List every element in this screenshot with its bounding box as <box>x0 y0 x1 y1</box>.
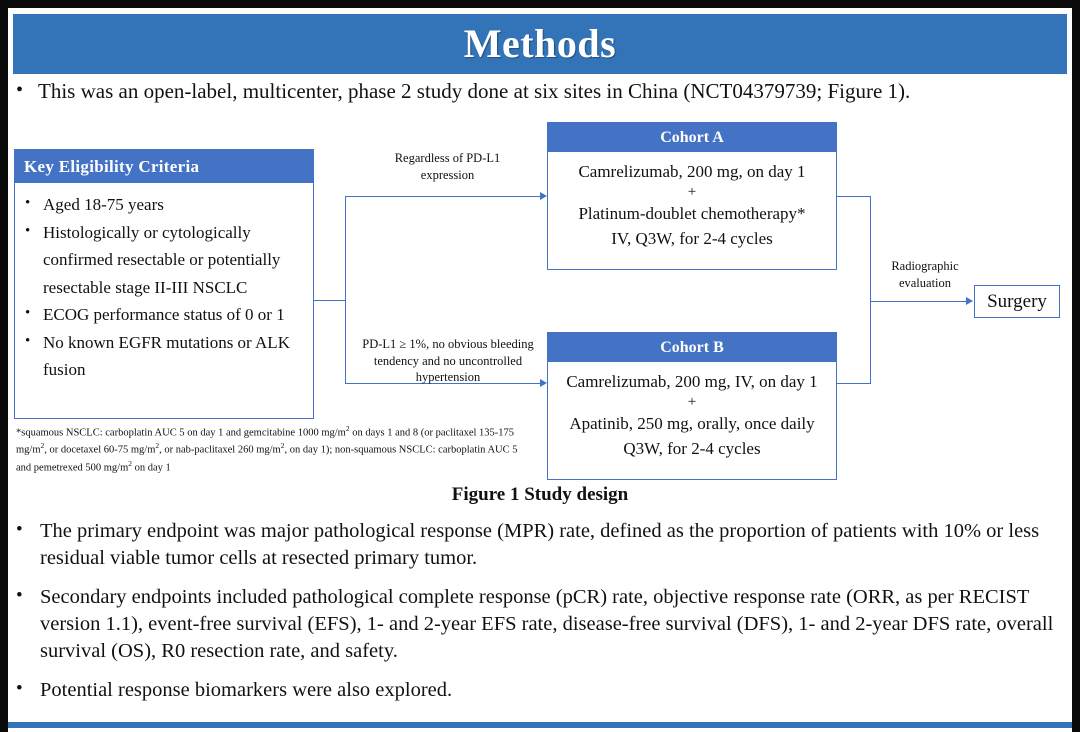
slide-edge-right <box>1072 0 1080 732</box>
connector-line-cohort-b-out <box>837 383 870 384</box>
figure-caption: Figure 1 Study design <box>451 484 629 505</box>
bullet-marker-icon: • <box>25 305 31 322</box>
bullet-marker-icon: • <box>16 519 23 540</box>
intro-bullet-text: This was an open-label, multicenter, pha… <box>38 79 911 103</box>
cohort-a-header: Cohort A <box>548 123 836 152</box>
list-item: • Secondary endpoints included pathologi… <box>16 584 1064 664</box>
arrow-head-cohort-b-icon <box>540 379 547 387</box>
connector-line-merge-vertical <box>870 196 871 384</box>
list-item: • Aged 18-75 years <box>25 191 307 219</box>
connector-label-bottom: PD-L1 ≥ 1%, no obvious bleeding tendency… <box>362 337 534 384</box>
bullet-marker-icon: • <box>25 195 31 211</box>
endpoints-bullet-list: • The primary endpoint was major patholo… <box>16 518 1064 717</box>
cohort-a-body: Camrelizumab, 200 mg, on day 1 + Platinu… <box>548 152 836 251</box>
connector-line-to-cohort-a <box>345 196 541 197</box>
study-design-diagram: Key Eligibility Criteria • Aged 18-75 ye… <box>0 112 1080 502</box>
eligibility-criteria-box: Key Eligibility Criteria • Aged 18-75 ye… <box>14 149 314 419</box>
endpoint-bullet-text: Potential response biomarkers were also … <box>40 679 453 702</box>
eligibility-item-text: Aged 18-75 years <box>43 195 164 214</box>
cohort-b-header: Cohort B <box>548 333 836 362</box>
list-item: • The primary endpoint was major patholo… <box>16 518 1064 571</box>
list-item: • No known EGFR mutations or ALK fusion <box>25 329 307 384</box>
page-title: Methods <box>463 21 617 66</box>
cohort-b-line3: Q3W, for 2-4 cycles <box>623 438 761 458</box>
cohort-a-plus: + <box>687 184 697 201</box>
endpoint-bullet-text: The primary endpoint was major pathologi… <box>40 520 1040 569</box>
cohort-b-body: Camrelizumab, 200 mg, IV, on day 1 + Apa… <box>548 362 836 461</box>
intro-bullet: • This was an open-label, multicenter, p… <box>16 78 1062 104</box>
arrow-head-cohort-a-icon <box>540 192 547 200</box>
slide-edge-left <box>0 0 8 732</box>
cohort-b-box: Cohort B Camrelizumab, 200 mg, IV, on da… <box>547 332 837 480</box>
connector-line-cohort-a-out <box>837 196 870 197</box>
arrow-head-surgery-icon <box>966 297 973 305</box>
bullet-marker-icon: • <box>25 222 31 239</box>
list-item: • Potential response biomarkers were als… <box>16 677 1064 704</box>
bullet-marker-icon: • <box>16 678 23 700</box>
cohort-a-line3: IV, Q3W, for 2-4 cycles <box>611 228 773 248</box>
eligibility-item-text: Histologically or cytologically confirme… <box>43 222 281 297</box>
list-item: • Histologically or cytologically confir… <box>25 219 307 302</box>
connector-line-to-cohort-b <box>345 383 541 384</box>
bullet-marker-icon: • <box>16 585 23 607</box>
connector-label-top: Regardless of PD-L1 expression <box>394 151 501 182</box>
slide-edge-top <box>0 0 1080 8</box>
list-item: • ECOG performance status of 0 or 1 <box>25 301 307 329</box>
slide-title-banner: Methods <box>13 14 1067 74</box>
cohort-a-line2: Platinum-doublet chemotherapy* <box>578 203 806 223</box>
bullet-marker-icon: • <box>25 332 31 349</box>
endpoint-bullet-text: Secondary endpoints included pathologica… <box>40 586 1054 662</box>
surgery-box: Surgery <box>974 285 1060 318</box>
connector-line-to-surgery <box>870 301 967 302</box>
cohort-a-line1: Camrelizumab, 200 mg, on day 1 <box>578 162 806 181</box>
chemotherapy-footnote: *squamous NSCLC: carboplatin AUC 5 on da… <box>16 424 518 474</box>
cohort-b-line2: Apatinib, 250 mg, orally, once daily <box>569 413 815 433</box>
eligibility-item-text: No known EGFR mutations or ALK fusion <box>43 332 290 380</box>
connector-line-elig-stub <box>314 300 345 301</box>
bottom-accent-rule <box>8 722 1072 728</box>
cohort-a-box: Cohort A Camrelizumab, 200 mg, on day 1 … <box>547 122 837 270</box>
connector-label-right: Radiographic evaluation <box>891 259 959 290</box>
eligibility-header: Key Eligibility Criteria <box>15 150 313 183</box>
bullet-marker-icon: • <box>16 79 24 101</box>
eligibility-list: • Aged 18-75 years • Histologically or c… <box>15 183 313 388</box>
cohort-b-plus: + <box>687 394 697 411</box>
connector-line-vertical-split <box>345 196 346 384</box>
cohort-b-line1: Camrelizumab, 200 mg, IV, on day 1 <box>566 372 818 391</box>
eligibility-item-text: ECOG performance status of 0 or 1 <box>43 305 285 325</box>
